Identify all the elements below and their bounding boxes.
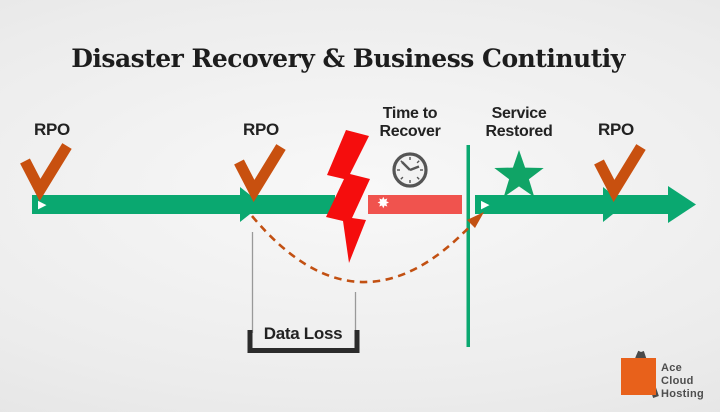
service-restored-line2: Restored	[485, 123, 553, 140]
rpo-label-first: RPO	[34, 120, 70, 139]
time-to-recover-line2: Recover	[379, 123, 441, 140]
logo-line-hosting: Hosting	[661, 388, 705, 400]
timeline-bar-before-disaster	[32, 187, 335, 222]
timeline-chevron-icon	[240, 187, 262, 222]
ace-logo-text: Ace Cloud Hosting	[661, 362, 704, 401]
checkmark-icon	[234, 144, 286, 203]
logo-line-cloud: Cloud	[661, 375, 694, 387]
page-title: Disaster Recovery & Business Continutiy	[71, 44, 625, 73]
arc-arrowhead-icon	[467, 212, 484, 228]
data-loss-arc	[251, 212, 484, 284]
service-restored-line1: Service	[491, 105, 547, 122]
timeline-bar-after-restore	[475, 186, 696, 223]
burst-icon: ✸	[377, 195, 390, 212]
service-restored-label: Service Restored	[469, 105, 569, 141]
logo-line-ace: Ace	[661, 362, 683, 374]
lightning-icon	[326, 130, 370, 263]
restore-point-line	[466, 145, 470, 347]
clock-icon	[392, 152, 428, 188]
checkmark-icon	[594, 144, 646, 203]
play-icon: ▶	[38, 198, 47, 211]
time-to-recover-label: Time to Recover	[360, 105, 460, 141]
timeline-chevron-icon	[603, 187, 625, 222]
data-loss-label: Data Loss	[263, 324, 343, 343]
time-to-recover-line1: Time to	[382, 105, 438, 122]
timeline-arrowhead-icon	[668, 186, 696, 223]
data-loss-bracket	[247, 232, 360, 353]
checkmark-icon	[20, 143, 72, 202]
star-icon	[494, 150, 544, 197]
timeline-bar-recovery	[368, 195, 462, 214]
rpo-label-second: RPO	[243, 120, 279, 139]
rpo-label-third: RPO	[598, 120, 634, 139]
ace-logo-square	[621, 358, 656, 395]
play-icon: ▶	[481, 198, 490, 211]
